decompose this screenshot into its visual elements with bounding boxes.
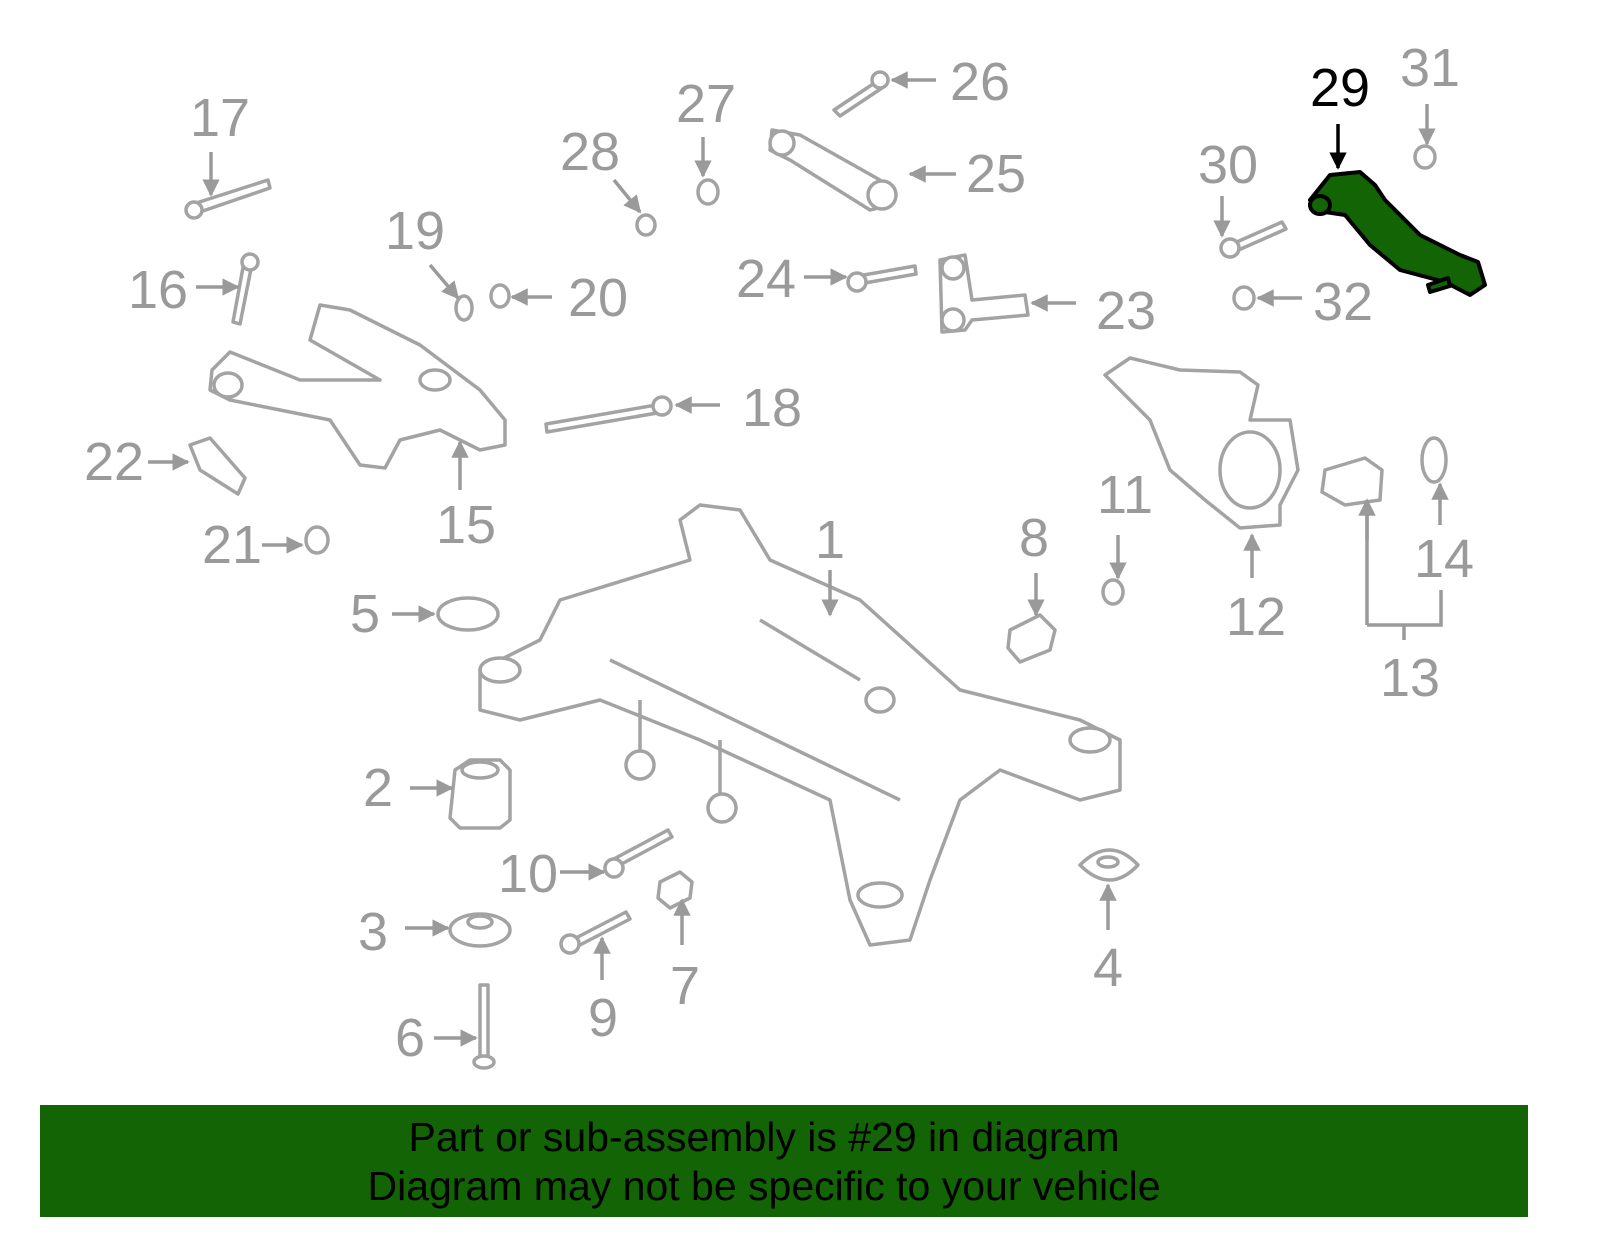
callout-14[interactable]: 14 bbox=[1414, 529, 1474, 589]
link-part-23[interactable] bbox=[938, 253, 1030, 334]
mount-part-4[interactable] bbox=[1078, 848, 1140, 882]
bolt-part-24[interactable] bbox=[846, 264, 918, 293]
leader-arrow-19 bbox=[428, 263, 460, 300]
washer-part-19[interactable] bbox=[454, 294, 474, 322]
callout-9[interactable]: 9 bbox=[588, 988, 618, 1048]
banner-line-part-number: Part or sub-assembly is #29 in diagram bbox=[408, 1114, 1120, 1160]
callout-15[interactable]: 15 bbox=[436, 495, 496, 555]
knuckle-part-12[interactable] bbox=[1103, 356, 1300, 530]
nut-part-28[interactable] bbox=[635, 213, 657, 237]
bracket-part-22[interactable] bbox=[188, 436, 247, 496]
bolt-part-16[interactable] bbox=[231, 252, 260, 326]
nut-part-21[interactable] bbox=[304, 525, 330, 555]
nut-part-20[interactable] bbox=[489, 283, 511, 309]
callout-6[interactable]: 6 bbox=[395, 1008, 425, 1068]
bolt-part-26[interactable] bbox=[832, 70, 890, 118]
bolt-part-6[interactable] bbox=[472, 983, 496, 1070]
info-banner: Part or sub-assembly is #29 in diagram D… bbox=[40, 1105, 1528, 1217]
callout-28[interactable]: 28 bbox=[560, 122, 620, 182]
callout-17[interactable]: 17 bbox=[190, 88, 250, 148]
callout-4[interactable]: 4 bbox=[1093, 938, 1123, 998]
callout-16[interactable]: 16 bbox=[128, 260, 188, 320]
callout-21[interactable]: 21 bbox=[202, 515, 262, 575]
bushing-part-7[interactable] bbox=[656, 870, 694, 910]
callout-13[interactable]: 13 bbox=[1380, 648, 1440, 708]
nut-part-31[interactable] bbox=[1413, 144, 1437, 170]
bolt-part-9[interactable] bbox=[559, 910, 632, 955]
banner-line-disclaimer: Diagram may not be specific to your vehi… bbox=[367, 1163, 1161, 1209]
washer-part-3[interactable] bbox=[448, 912, 512, 948]
bushing-part-2[interactable] bbox=[448, 758, 512, 830]
callout-22[interactable]: 22 bbox=[84, 432, 144, 492]
bushing-part-8[interactable] bbox=[1006, 613, 1057, 664]
callout-32[interactable]: 32 bbox=[1313, 272, 1373, 332]
control-arm-part-29[interactable] bbox=[1308, 170, 1487, 297]
callout-12[interactable]: 12 bbox=[1226, 587, 1286, 647]
callout-25[interactable]: 25 bbox=[966, 144, 1026, 204]
bushing-part-13[interactable] bbox=[1320, 456, 1384, 507]
callout-8[interactable]: 8 bbox=[1019, 508, 1049, 568]
nut-part-32[interactable] bbox=[1232, 285, 1256, 311]
link-part-25[interactable] bbox=[768, 128, 898, 212]
callout-18[interactable]: 18 bbox=[742, 378, 802, 438]
washer-part-5[interactable] bbox=[436, 596, 500, 632]
callout-10[interactable]: 10 bbox=[498, 844, 558, 904]
callout-19[interactable]: 19 bbox=[385, 201, 445, 261]
callout-30[interactable]: 30 bbox=[1198, 135, 1258, 195]
bolt-part-10[interactable] bbox=[603, 828, 674, 879]
callout-20[interactable]: 20 bbox=[568, 268, 628, 328]
callout-31[interactable]: 31 bbox=[1400, 38, 1460, 98]
bolt-part-17[interactable] bbox=[184, 178, 272, 220]
callout-1[interactable]: 1 bbox=[815, 510, 845, 570]
nut-part-11[interactable] bbox=[1101, 578, 1125, 606]
callout-24[interactable]: 24 bbox=[736, 249, 796, 309]
callout-29-highlighted[interactable]: 29 bbox=[1310, 58, 1370, 118]
ring-part-14[interactable] bbox=[1420, 436, 1448, 484]
callout-27[interactable]: 27 bbox=[676, 74, 736, 134]
callout-5[interactable]: 5 bbox=[350, 584, 380, 644]
bolt-part-30[interactable] bbox=[1219, 220, 1288, 259]
bolt-part-18[interactable] bbox=[544, 395, 673, 434]
leader-arrow-28 bbox=[612, 178, 642, 214]
crossmember-part-15[interactable] bbox=[208, 303, 507, 470]
callout-11[interactable]: 11 bbox=[1097, 465, 1153, 525]
callout-7[interactable]: 7 bbox=[670, 956, 700, 1016]
ring-part-27[interactable] bbox=[696, 178, 720, 206]
callout-23[interactable]: 23 bbox=[1096, 281, 1156, 341]
subframe-part-1[interactable] bbox=[478, 503, 1122, 947]
callout-2[interactable]: 2 bbox=[363, 758, 393, 818]
callout-26[interactable]: 26 bbox=[950, 52, 1010, 112]
callout-3[interactable]: 3 bbox=[358, 902, 388, 962]
